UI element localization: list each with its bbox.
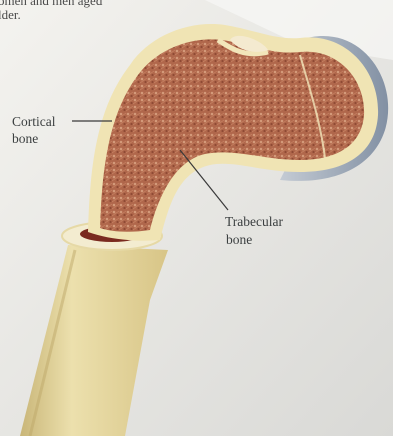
cortical-bone-label-line2: bone [12, 131, 38, 147]
cortical-bone-label-line1: Cortical [12, 114, 56, 130]
caption-line-2: lder. [0, 8, 21, 22]
trabecular-bone-label-line2: bone [226, 232, 252, 248]
trabecular-bone-label-line1: Trabecular [225, 214, 283, 230]
